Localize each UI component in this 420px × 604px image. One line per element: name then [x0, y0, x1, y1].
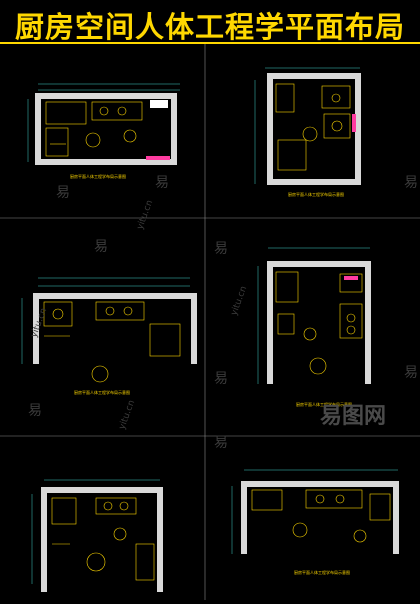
watermark-char: 易 — [214, 435, 228, 451]
plan-4: 厨房平面人体工程学布局示意图 — [257, 247, 371, 407]
plan-2-caption: 厨房平面人体工程学布局示意图 — [288, 191, 344, 197]
plan-1-caption: 厨房平面人体工程学布局示意图 — [70, 173, 126, 179]
brand-watermark: 易图网 — [320, 404, 387, 429]
watermark-char: 易 — [155, 175, 169, 191]
plan-3: 厨房平面人体工程学布局示意图 — [21, 277, 197, 395]
cad-drawing-svg: 厨房平面人体工程学布局示意图 厨房平面人体工程学布局示意图 — [0, 44, 420, 600]
watermark-char: 易 — [28, 403, 42, 419]
grid-lines — [0, 44, 420, 600]
watermark-char: 易 — [214, 241, 228, 257]
watermark-char: 易 — [404, 365, 418, 381]
plan-6: 厨房平面人体工程学布局示意图 — [231, 469, 399, 575]
plan-1: 厨房平面人体工程学布局示意图 — [27, 83, 180, 179]
watermark-char: 易 — [56, 185, 70, 201]
plan-3-caption: 厨房平面人体工程学布局示意图 — [74, 389, 130, 395]
header-banner: 厨房空间人体工程学平面布局 — [0, 0, 420, 44]
plan-5 — [31, 479, 163, 592]
plan-4-caption: 厨房平面人体工程学布局示意图 — [296, 401, 352, 407]
plan-2: 厨房平面人体工程学布局示意图 — [254, 67, 361, 197]
plan-6-caption: 厨房平面人体工程学布局示意图 — [294, 569, 350, 575]
watermark-char: 易 — [214, 371, 228, 387]
cad-drawing-canvas: 厨房平面人体工程学布局示意图 厨房平面人体工程学布局示意图 — [0, 44, 420, 600]
watermark-char: 易 — [94, 239, 108, 255]
page-title: 厨房空间人体工程学平面布局 — [14, 10, 405, 44]
watermark-char: 易 — [404, 175, 418, 191]
